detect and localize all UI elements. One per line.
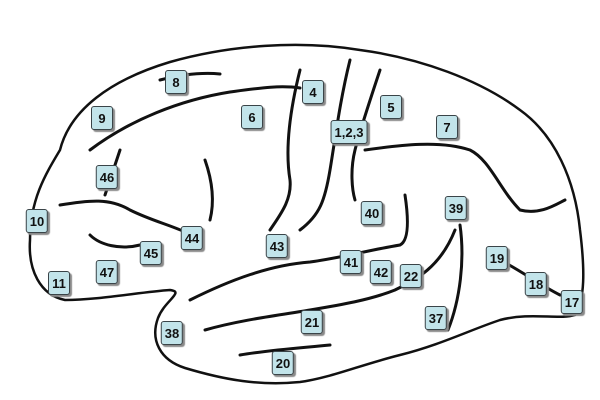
area-label-44: 44 [180, 226, 204, 250]
area-label-21: 21 [300, 310, 324, 334]
area-label-22: 22 [399, 264, 423, 288]
area-label-8: 8 [165, 70, 187, 94]
area-label-39: 39 [444, 196, 468, 220]
area-label-11: 11 [48, 271, 70, 295]
area-label-5: 5 [380, 95, 402, 119]
area-label-41: 41 [339, 250, 363, 274]
area-label-38: 38 [160, 321, 184, 345]
area-label-1-2-3: 1,2,3 [330, 120, 368, 144]
brain-outline [28, 43, 585, 385]
area-label-17: 17 [560, 290, 584, 314]
area-label-9: 9 [91, 106, 113, 130]
area-label-18: 18 [524, 272, 548, 296]
area-label-45: 45 [139, 241, 163, 265]
area-label-40: 40 [360, 201, 384, 225]
area-label-19: 19 [485, 246, 509, 270]
area-label-46: 46 [95, 165, 119, 189]
area-label-42: 42 [369, 260, 393, 284]
area-label-7: 7 [436, 115, 458, 139]
area-label-4: 4 [302, 80, 324, 104]
area-label-37: 37 [424, 306, 448, 330]
area-label-43: 43 [265, 234, 289, 258]
area-label-20: 20 [271, 351, 295, 375]
area-label-6: 6 [241, 105, 263, 129]
area-label-47: 47 [95, 260, 119, 284]
area-label-10: 10 [25, 209, 49, 233]
